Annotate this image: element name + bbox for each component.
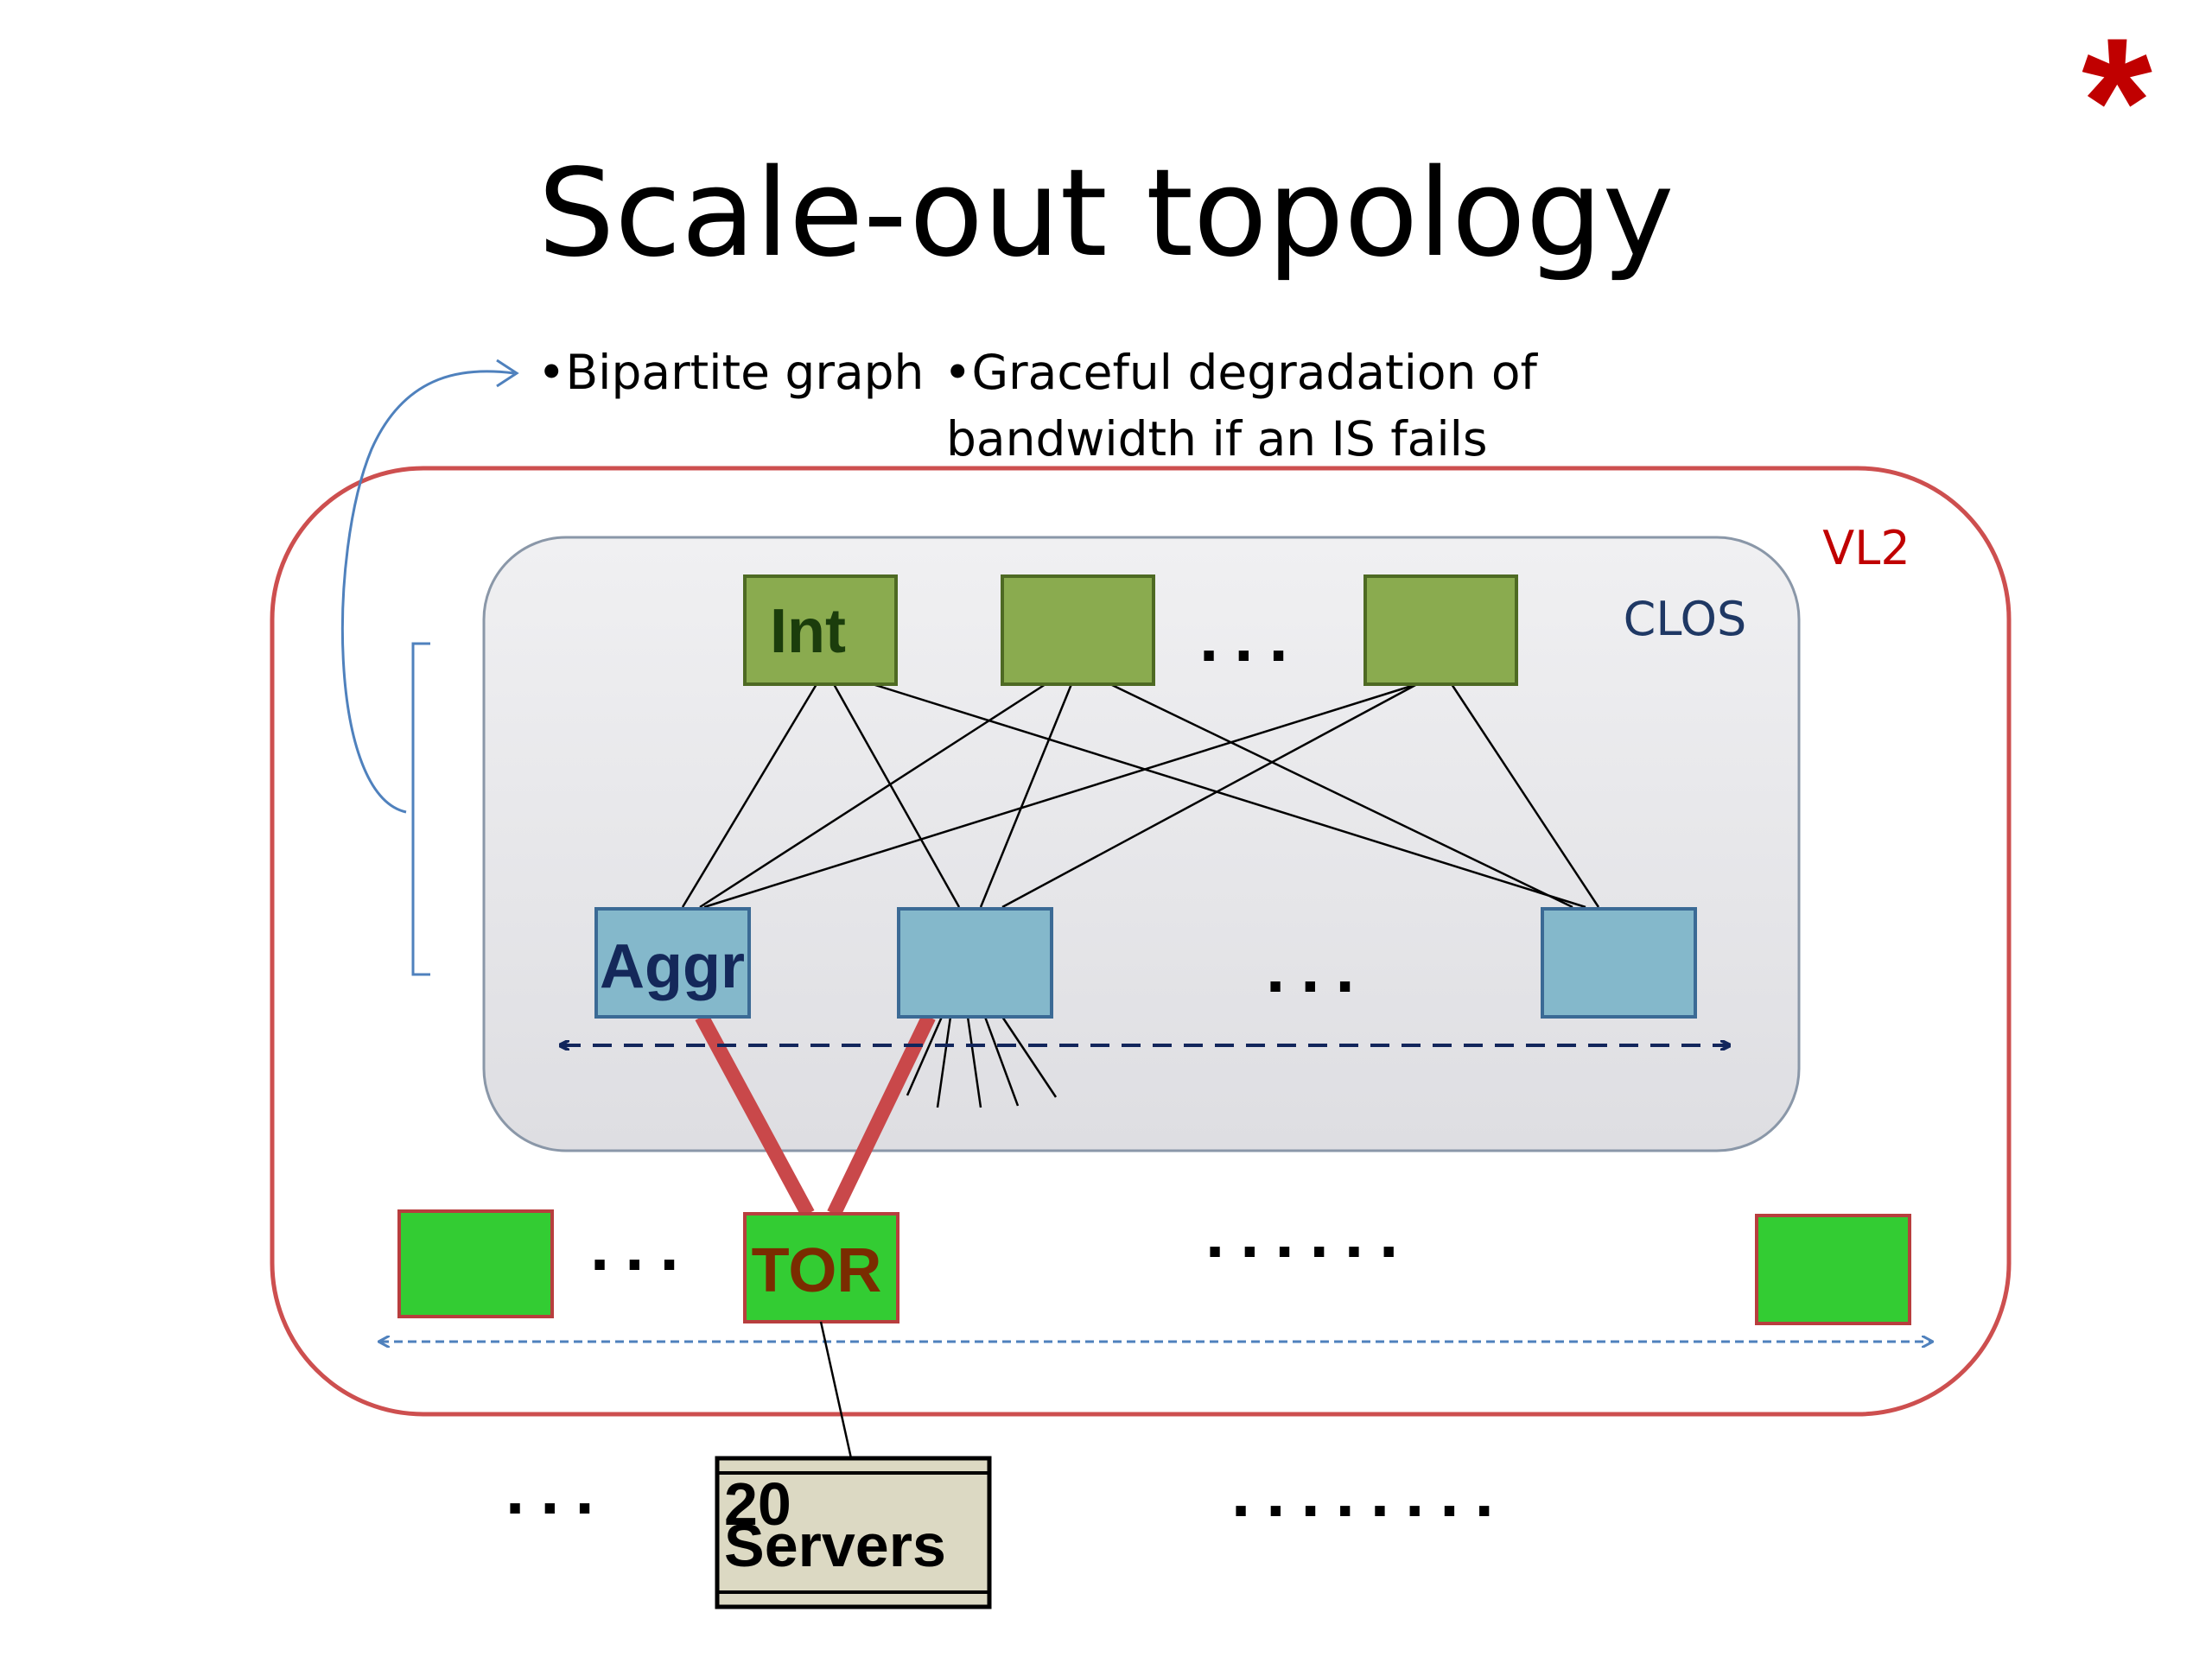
tor-left-ellipsis: ... xyxy=(590,1208,695,1285)
tor-switch-main xyxy=(743,1212,899,1323)
curved-arrow-head-icon xyxy=(496,359,519,388)
aggr-switch-n xyxy=(1541,907,1697,1019)
slide-title: Scale-out topology xyxy=(538,143,1675,284)
vl2-label: VL2 xyxy=(1822,521,1910,575)
curved-arrow xyxy=(340,370,515,814)
tor-label: TOR xyxy=(752,1236,882,1305)
bullet-bipartite: •Bipartite graph xyxy=(537,345,924,400)
server-left-ellipsis: ... xyxy=(505,1451,610,1528)
bullet-graceful-line1: •Graceful degradation of xyxy=(944,345,1539,400)
int-row-ellipsis: ... xyxy=(1199,599,1304,676)
tor-switch-n xyxy=(1755,1214,1911,1325)
int-switch-1 xyxy=(743,574,898,686)
servers-count: 20 xyxy=(724,1470,791,1538)
aggr-label: Aggr xyxy=(600,932,745,1001)
layer-bracket xyxy=(411,642,430,976)
clos-label: CLOS xyxy=(1624,592,1747,646)
bullet-graceful-line2: bandwidth if an IS fails xyxy=(946,411,1488,467)
int-label: Int xyxy=(770,597,846,666)
int-switch-n xyxy=(1363,574,1518,686)
server-right-ellipsis: ........ xyxy=(1231,1454,1510,1531)
aggr-switch-2 xyxy=(897,907,1053,1019)
server-link xyxy=(819,1321,853,1459)
servers-label: Servers xyxy=(724,1512,946,1579)
servers-rack xyxy=(715,1456,992,1609)
int-switch-2 xyxy=(1001,574,1155,686)
tor-right-ellipsis: ...... xyxy=(1205,1195,1414,1272)
aggr-fanout xyxy=(906,1016,1058,1108)
tor-switch-1 xyxy=(397,1209,554,1318)
vl2-boundary xyxy=(270,466,2012,1417)
bipartite-links xyxy=(681,682,1600,909)
aggr-switch-1 xyxy=(594,907,751,1019)
aggr-row-ellipsis: ... xyxy=(1266,930,1370,1006)
asterisk-icon: * xyxy=(2082,0,2152,203)
